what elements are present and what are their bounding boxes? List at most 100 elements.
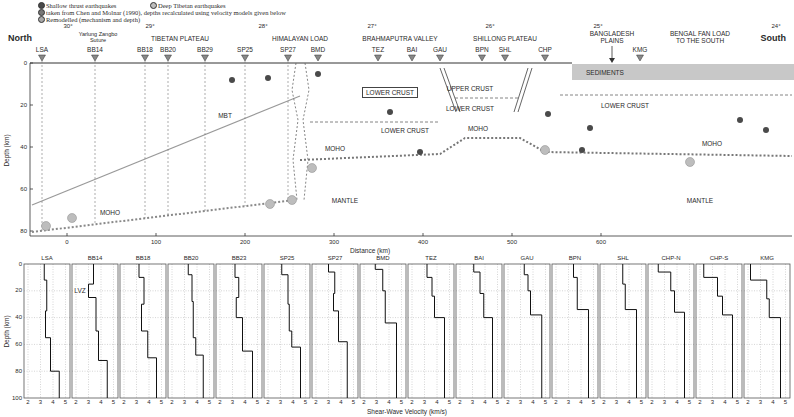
axis-tick-label: 4 bbox=[435, 399, 438, 406]
axis-tick bbox=[30, 105, 33, 106]
velocity-profile bbox=[524, 264, 542, 398]
grid-line bbox=[408, 371, 454, 372]
axis-tick-label: 5 bbox=[688, 399, 691, 406]
grid-line bbox=[120, 317, 166, 318]
axis-tick-label: 3 bbox=[471, 399, 474, 406]
latitude-label: 25° bbox=[593, 23, 602, 30]
grid-line bbox=[552, 371, 598, 372]
grid-line bbox=[616, 264, 617, 398]
depth-axis bbox=[30, 63, 31, 236]
moho-line bbox=[32, 200, 295, 232]
panel-station-name: BB23 bbox=[232, 255, 247, 262]
grid-line bbox=[168, 371, 214, 372]
grid-line bbox=[24, 344, 70, 345]
station-triangle bbox=[409, 55, 416, 61]
grid-line bbox=[456, 290, 502, 291]
grid-line bbox=[556, 264, 557, 398]
grid-line bbox=[600, 317, 646, 318]
axis-tick-label: 3 bbox=[327, 399, 330, 406]
grid-line bbox=[408, 317, 454, 318]
axis-tick-label: 4 bbox=[291, 399, 294, 406]
panel-station-name: BB20 bbox=[184, 255, 199, 262]
grid-line bbox=[700, 264, 701, 398]
axis-tick bbox=[156, 233, 157, 236]
grid-line bbox=[280, 264, 281, 398]
grid-line bbox=[316, 264, 317, 398]
grid-line bbox=[744, 344, 790, 345]
grid-line bbox=[408, 344, 454, 345]
station-name: BB18 bbox=[137, 46, 153, 53]
grid-line bbox=[593, 264, 594, 398]
station-triangle bbox=[502, 55, 509, 61]
station-triangle bbox=[202, 55, 209, 61]
station-line bbox=[288, 61, 289, 201]
panel-frame bbox=[72, 264, 118, 398]
latitude-label: 24° bbox=[771, 23, 780, 30]
axis-tick-label: 80 bbox=[20, 228, 27, 235]
panel-station-name: SP25 bbox=[280, 255, 295, 262]
grid-line bbox=[161, 264, 162, 398]
grid-line bbox=[712, 264, 713, 398]
earthquake-dot bbox=[763, 127, 769, 133]
velocity-profile bbox=[375, 264, 396, 398]
velocity-profile bbox=[474, 264, 493, 398]
section-label: LOWER CRUST bbox=[446, 105, 494, 112]
arrow-line bbox=[612, 46, 613, 60]
crust-boundary bbox=[310, 122, 440, 123]
grid-line bbox=[760, 264, 761, 398]
station-name: KMG bbox=[633, 46, 648, 53]
axis-tick-label: 5 bbox=[736, 399, 739, 406]
grid-line bbox=[101, 264, 102, 398]
station-name: LSA bbox=[36, 46, 48, 53]
earthquake-dot bbox=[315, 71, 321, 77]
station-triangle bbox=[242, 55, 249, 61]
axis-tick-label: 5 bbox=[544, 399, 547, 406]
grid-line bbox=[696, 371, 742, 372]
grid-line bbox=[497, 264, 498, 398]
arrow-head bbox=[609, 58, 615, 63]
grid-line bbox=[412, 264, 413, 398]
grid-line bbox=[168, 344, 214, 345]
earthquake-dot bbox=[387, 109, 393, 115]
velocity-profile bbox=[188, 264, 203, 398]
grid-line bbox=[725, 264, 726, 398]
axis-tick-label: 5 bbox=[352, 399, 355, 406]
station-name: GAU bbox=[433, 46, 447, 53]
grid-line bbox=[264, 371, 310, 372]
axis-tick-label: 2 bbox=[506, 399, 509, 406]
grid-line bbox=[136, 264, 137, 398]
grid-line bbox=[629, 264, 630, 398]
latitude-label: 26° bbox=[485, 23, 494, 30]
section-label: HIMALAYAN LOAD bbox=[272, 35, 328, 42]
grid-line bbox=[744, 317, 790, 318]
station-triangle bbox=[637, 55, 644, 61]
grid-line bbox=[257, 264, 258, 398]
panel-frame bbox=[168, 264, 214, 398]
section-label: MOHO bbox=[702, 140, 722, 147]
axis-tick-label: 4 bbox=[771, 399, 774, 406]
panel-station-name: BAI bbox=[474, 255, 484, 262]
axis-tick bbox=[30, 189, 33, 190]
grid-line bbox=[504, 290, 550, 291]
crust-boundary bbox=[560, 95, 792, 96]
axis-tick-label: 2 bbox=[26, 399, 29, 406]
grid-line bbox=[72, 371, 118, 372]
axis-tick-label: 2 bbox=[122, 399, 125, 406]
station-name: CHP bbox=[538, 46, 552, 53]
axis-tick-label: 5 bbox=[592, 399, 595, 406]
axis-tick-label: 5 bbox=[400, 399, 403, 406]
grid-line bbox=[220, 264, 221, 398]
axis-tick-label: 3 bbox=[615, 399, 618, 406]
grid-line bbox=[696, 317, 742, 318]
axis-tick-label: 4 bbox=[99, 399, 102, 406]
grid-line bbox=[504, 344, 550, 345]
station-triangle bbox=[479, 55, 486, 61]
legend-text: taken from Chen and Molnar (1990), depth… bbox=[46, 9, 286, 16]
crust-box: LOWER CRUST bbox=[362, 87, 418, 98]
grid-line bbox=[600, 371, 646, 372]
grid-line bbox=[504, 317, 550, 318]
grid-line bbox=[312, 371, 358, 372]
panel-frame bbox=[456, 264, 502, 398]
legend-swatch bbox=[38, 2, 45, 9]
grid-line bbox=[216, 344, 262, 345]
